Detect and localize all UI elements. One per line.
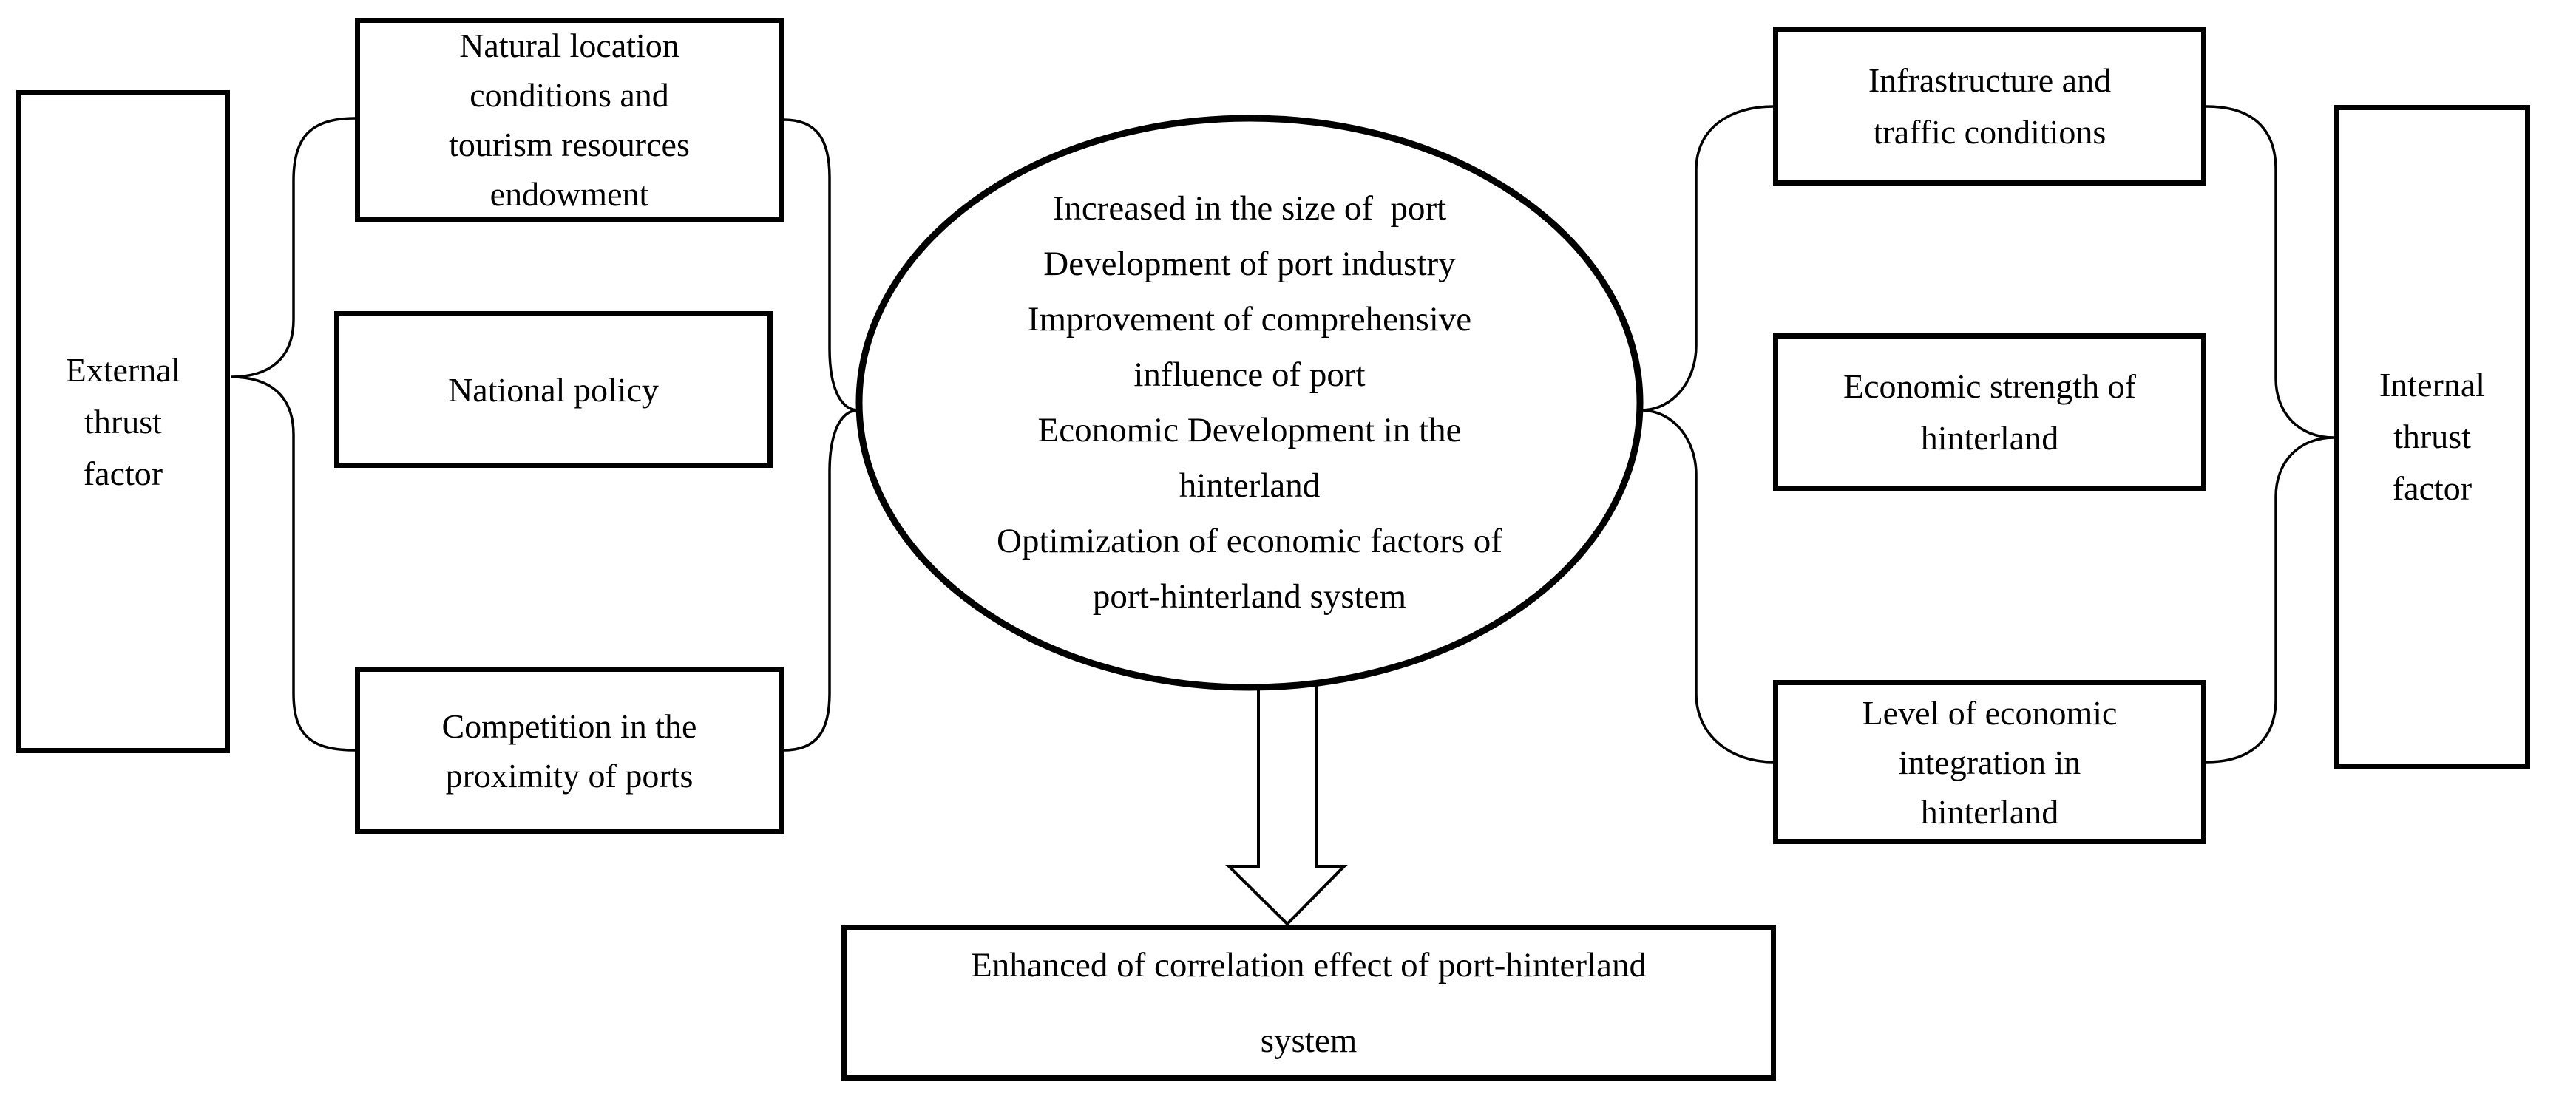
external-thrust-factor-label: External thrust factor xyxy=(65,350,181,492)
box-outcome-enhanced-correlation: Enhanced of correlation effect of port-h… xyxy=(841,925,1776,1081)
economic-integration-label: Level of economic integration in hinterl… xyxy=(1862,693,2118,831)
infrastructure-traffic-label: Infrastructure and traffic conditions xyxy=(1868,61,2112,151)
economic-strength-label: Economic strength of hinterland xyxy=(1843,367,2136,457)
box-national-policy: National policy xyxy=(334,311,773,468)
right-inner-brace xyxy=(1640,105,1774,764)
box-natural-location-conditions: Natural location conditions and tourism … xyxy=(355,18,784,222)
natural-location-conditions-label: Natural location conditions and tourism … xyxy=(449,27,690,213)
left-outer-brace xyxy=(230,117,356,752)
central-ellipse-text: Increased in the size of port Developmen… xyxy=(843,181,1656,625)
box-economic-integration: Level of economic integration in hinterl… xyxy=(1773,680,2206,844)
outcome-enhanced-correlation-label: Enhanced of correlation effect of port-h… xyxy=(971,945,1647,1060)
box-external-thrust-factor: External thrust factor xyxy=(16,90,230,753)
box-internal-thrust-factor: Internal thrust factor xyxy=(2334,105,2530,769)
central-ellipse-label: Increased in the size of port Developmen… xyxy=(997,189,1502,616)
box-infrastructure-traffic: Infrastructure and traffic conditions xyxy=(1773,27,2206,186)
right-outer-brace xyxy=(2206,105,2335,764)
internal-thrust-factor-label: Internal thrust factor xyxy=(2379,366,2486,507)
national-policy-label: National policy xyxy=(448,370,659,409)
box-competition-proximity-ports: Competition in the proximity of ports xyxy=(355,667,784,834)
competition-proximity-ports-label: Competition in the proximity of ports xyxy=(441,707,697,795)
box-economic-strength: Economic strength of hinterland xyxy=(1773,333,2206,491)
down-arrow xyxy=(1225,680,1348,926)
left-inner-brace xyxy=(783,118,859,752)
central-ellipse xyxy=(855,115,1644,691)
